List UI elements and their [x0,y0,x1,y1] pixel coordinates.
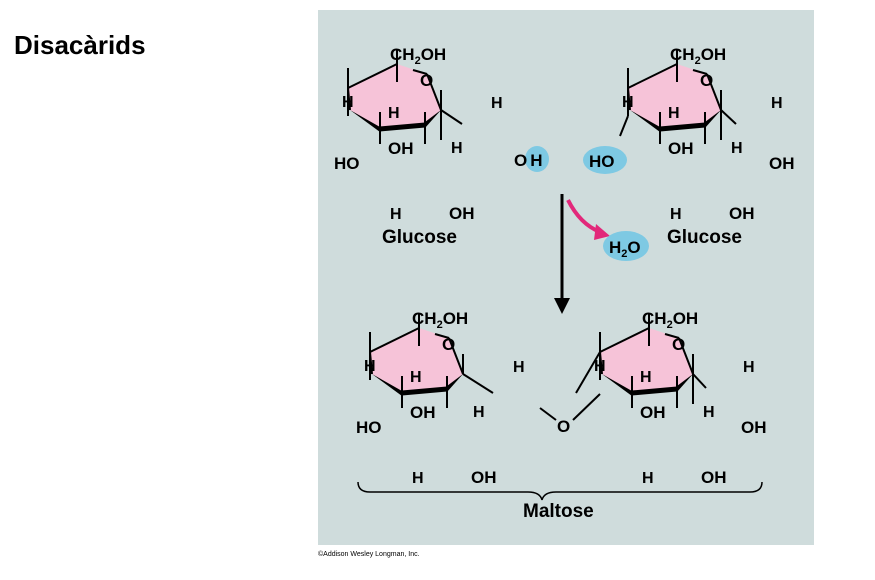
maltose-left-ring [370,313,463,408]
oh-label: OH [471,468,497,487]
ch2oh-label: CH2OH [412,309,468,331]
h-label: H [364,358,376,375]
oh-label: OH [668,139,694,158]
glucose-right [619,49,737,144]
water-release-arrow [566,199,601,234]
water-label: H2O [609,238,641,260]
water-release-arrowhead [594,224,610,240]
glycosidic-bond [539,407,557,421]
h-label: H [670,206,682,223]
water-highlight [603,231,649,261]
oh-label: OH [449,204,475,223]
ho-label: HO [589,152,615,171]
maltose-label: Maltose [523,501,594,522]
h-label: H [513,359,525,376]
ho-label: HO [356,418,382,437]
hydrogen-highlight [525,146,549,172]
hydroxyl-highlight [583,146,627,174]
h-label: H [771,95,783,112]
ch2oh-label: CH2OH [642,309,698,331]
h-label: H [703,404,715,421]
glycosidic-bond [572,393,601,421]
h-label: H [642,470,654,487]
oh-label: OH [388,139,414,158]
oh-label: OH [729,204,755,223]
h-label: H [451,140,463,157]
h-label: H [640,369,652,386]
maltose-right-ring [600,313,707,408]
ring-oxygen: O [442,335,455,354]
ch2oh-label: CH2OH [670,45,726,67]
oh-label: OH [640,403,666,422]
ring-oxygen: O [700,71,713,90]
glucose-left [348,49,463,144]
h-label: H [412,470,424,487]
glycosidic-bond [575,351,601,394]
glucose-label: Glucose [382,227,457,248]
h-label: H [622,94,634,111]
ring-oxygen: O [672,335,685,354]
glucose-label: Glucose [667,227,742,248]
h-label: H [342,94,354,111]
h-label: H [473,404,485,421]
maltose-brace [357,481,763,501]
h-label: H [743,359,755,376]
h-label: H [491,95,503,112]
slide-title: Disacàrids [14,30,146,60]
reaction-arrowhead [554,298,570,314]
h-label: H [594,358,606,375]
ch2oh-label: CH2OH [390,45,446,67]
glycosidic-oxygen: O [557,417,570,436]
oh-label: OH [769,154,795,173]
h-label: H [390,206,402,223]
oh-label: OH [741,418,767,437]
oh-label: OH [701,468,727,487]
copyright-credit: ©Addison Wesley Longman, Inc. [318,551,420,558]
h-label: H [410,369,422,386]
glycosidic-bond [462,373,494,394]
oh-label: OH [410,403,436,422]
h-label: H [731,140,743,157]
ho-label: HO [334,154,360,173]
h-label: H [668,105,680,122]
ring-oxygen: O [420,71,433,90]
h-label: H [388,105,400,122]
